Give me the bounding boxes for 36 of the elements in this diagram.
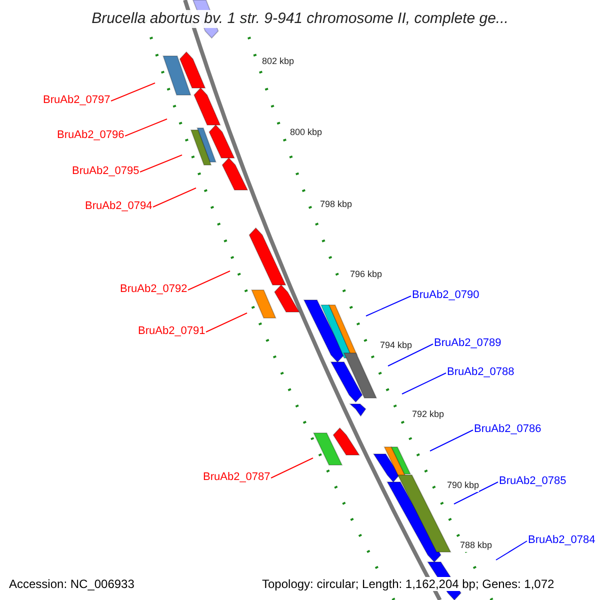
leader-line	[270, 458, 314, 478]
gene-label: BruAb2_0788	[447, 366, 514, 379]
gene-label: BruAb2_0786	[474, 423, 542, 436]
leader-line	[388, 344, 434, 366]
gene-label: BruAb2_0785	[499, 475, 566, 488]
gene-label: BruAb2_0790	[412, 289, 480, 302]
gene-label: BruAb2_0784	[528, 534, 596, 547]
scale-label: 800 kbp	[290, 126, 322, 139]
scale-label: 788 kbp	[460, 539, 492, 552]
leader-line	[366, 296, 412, 316]
gene-label: BruAb2_0789	[434, 337, 502, 350]
leader-line	[454, 482, 498, 504]
gene-label: BruAb2_0791	[138, 325, 206, 338]
leader-line	[140, 154, 182, 172]
footer-text: Topology: circular; Length: 1,162,204 bp; Genes: 1,072	[262, 577, 554, 591]
scale-label: 794 kbp	[380, 339, 412, 352]
scale-label: 798 kbp	[320, 198, 352, 211]
scale-label: 802 kbp	[262, 55, 294, 68]
leader-line	[124, 118, 168, 136]
leader-line	[110, 82, 156, 102]
scale-label: 790 kbp	[447, 479, 480, 492]
scale-label: 792 kbp	[412, 408, 444, 421]
gene-label: BruAb2_0796	[57, 129, 124, 142]
gene-label: BruAb2_0792	[120, 283, 188, 296]
leader-line	[402, 372, 446, 394]
gene-label: BruAb2_0787	[203, 471, 270, 484]
leader-line	[496, 540, 528, 560]
gene-label: BruAb2_0795	[72, 165, 140, 178]
gene-label: BruAb2_0797	[43, 94, 110, 107]
leader-line	[152, 188, 196, 208]
scale-label: 796 kbp	[350, 268, 382, 281]
gene-label: BruAb2_0794	[85, 200, 152, 213]
footer-text: Accession: NC_006933	[9, 577, 134, 591]
leader-line	[188, 270, 230, 290]
leader-line	[430, 430, 474, 452]
leader-line	[206, 312, 248, 332]
